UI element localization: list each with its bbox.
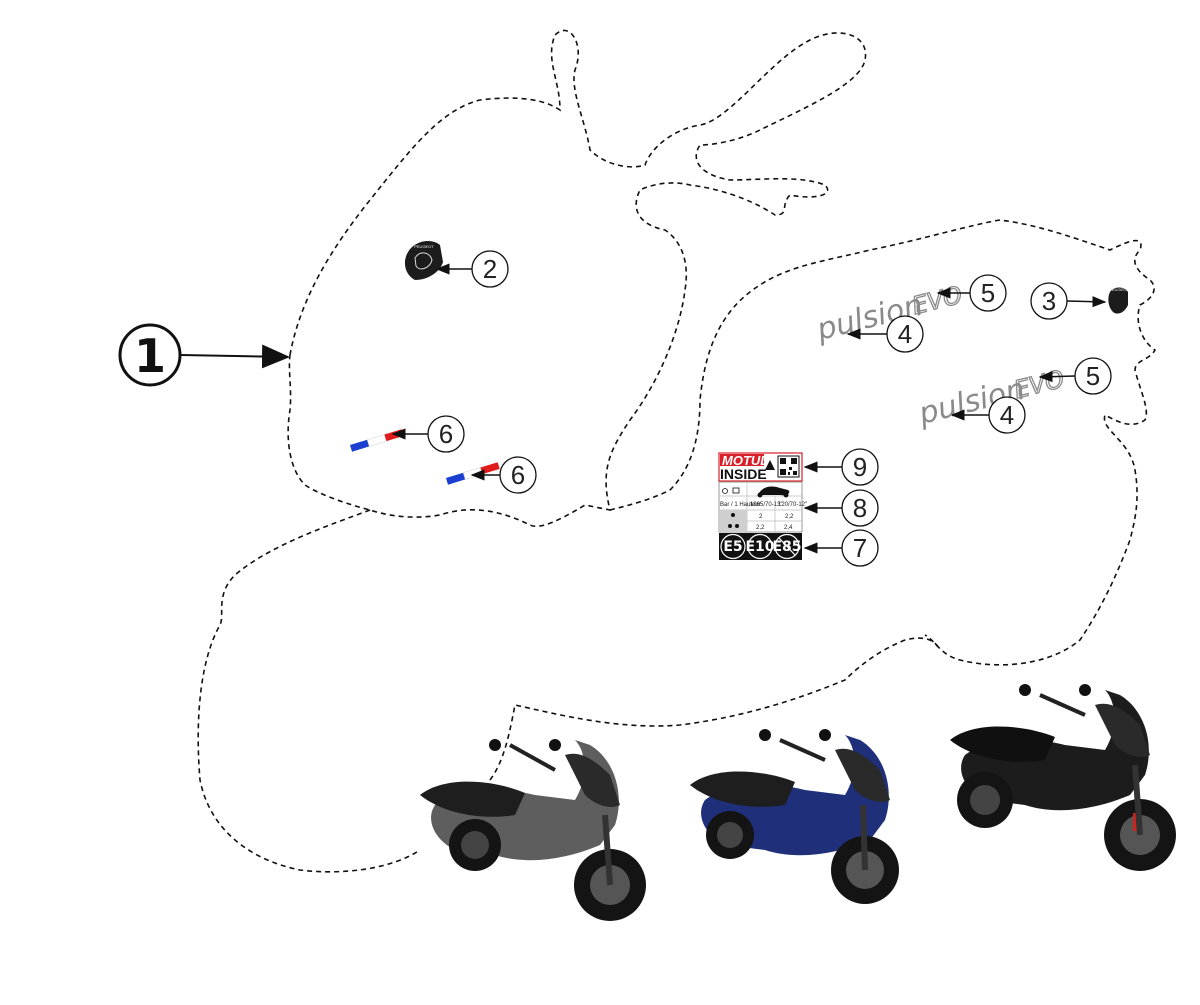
lion-badge-rear: PEUGEOT [1108, 287, 1129, 314]
callout-8-label: 8 [853, 493, 867, 523]
callout-6-lower-label: 6 [511, 460, 525, 490]
flag-stripe-lower [446, 462, 500, 485]
callout-4-lower: 4 [950, 396, 1026, 434]
fuel-label: E5 E10 E85 [719, 533, 802, 560]
evo-word-upper: EVO [909, 281, 965, 320]
callout-4-upper-label: 4 [898, 319, 912, 349]
callout-5-upper-label: 5 [981, 278, 995, 308]
tire-pressure-label: Bar / 1 Hauteur 1965/70-13" 120/70-12" 2… [718, 481, 807, 533]
callout-9: 9 [803, 448, 879, 486]
svg-text:PEUGEOT: PEUGEOT [414, 244, 434, 249]
callout-7: 7 [803, 529, 879, 567]
fuel-e85: E85 [772, 539, 801, 555]
svg-text:PEUGEOT: PEUGEOT [1109, 287, 1129, 292]
motul-inside-text: INSIDE [720, 466, 767, 482]
callout-5-lower-label: 5 [1086, 361, 1100, 391]
floor-top-outline [489, 637, 941, 781]
tire-row2-val2: 2,4 [784, 525, 793, 531]
front-fairing-outline [287, 29, 867, 527]
fuel-e10: E10 [745, 539, 774, 555]
callout-1: 1 [118, 323, 290, 387]
tire-row1-val1: 2 [759, 514, 763, 520]
callout-3-label: 3 [1042, 286, 1056, 316]
tire-unit-text: Bar / 1 Hauteur [720, 502, 761, 508]
callout-9-label: 9 [853, 452, 867, 482]
scooter-blue-image [690, 729, 899, 904]
evo-word-lower: EVO [1011, 365, 1067, 404]
tire-row1-val2: 2,2 [785, 514, 794, 520]
tire-row2-val1: 2,2 [756, 525, 765, 531]
tire-col2-header: 120/70-12" [778, 502, 807, 508]
callout-8: 8 [803, 489, 879, 527]
motul-brand-text: MOTUL [722, 453, 768, 468]
callout-5-lower: 5 [1038, 357, 1112, 395]
flag-stripe-upper [350, 429, 404, 452]
floor-outline [197, 509, 421, 873]
motul-inside-label: MOTUL INSIDE [718, 452, 803, 482]
scooter-grey-image [420, 739, 646, 921]
scooter-black-image [950, 684, 1176, 871]
fuel-e5: E5 [723, 539, 742, 555]
lion-badge-front: PEUGEOT [404, 240, 443, 280]
side-panel-outline [609, 219, 1157, 666]
callout-3: 3 [1030, 282, 1107, 320]
callout-4-lower-label: 4 [1000, 400, 1014, 430]
callout-7-label: 7 [853, 533, 867, 563]
callout-2-label: 2 [483, 254, 497, 284]
callout-6-lower: 6 [470, 456, 537, 494]
callout-6-upper: 6 [391, 415, 465, 453]
callout-1-label: 1 [134, 329, 166, 383]
callout-4-upper: 4 [846, 315, 924, 353]
tire-col1-header: 1965/70-13" [750, 502, 783, 508]
callout-2: 2 [435, 250, 509, 288]
callout-6-upper-label: 6 [439, 419, 453, 449]
callout-5-upper: 5 [936, 274, 1007, 312]
